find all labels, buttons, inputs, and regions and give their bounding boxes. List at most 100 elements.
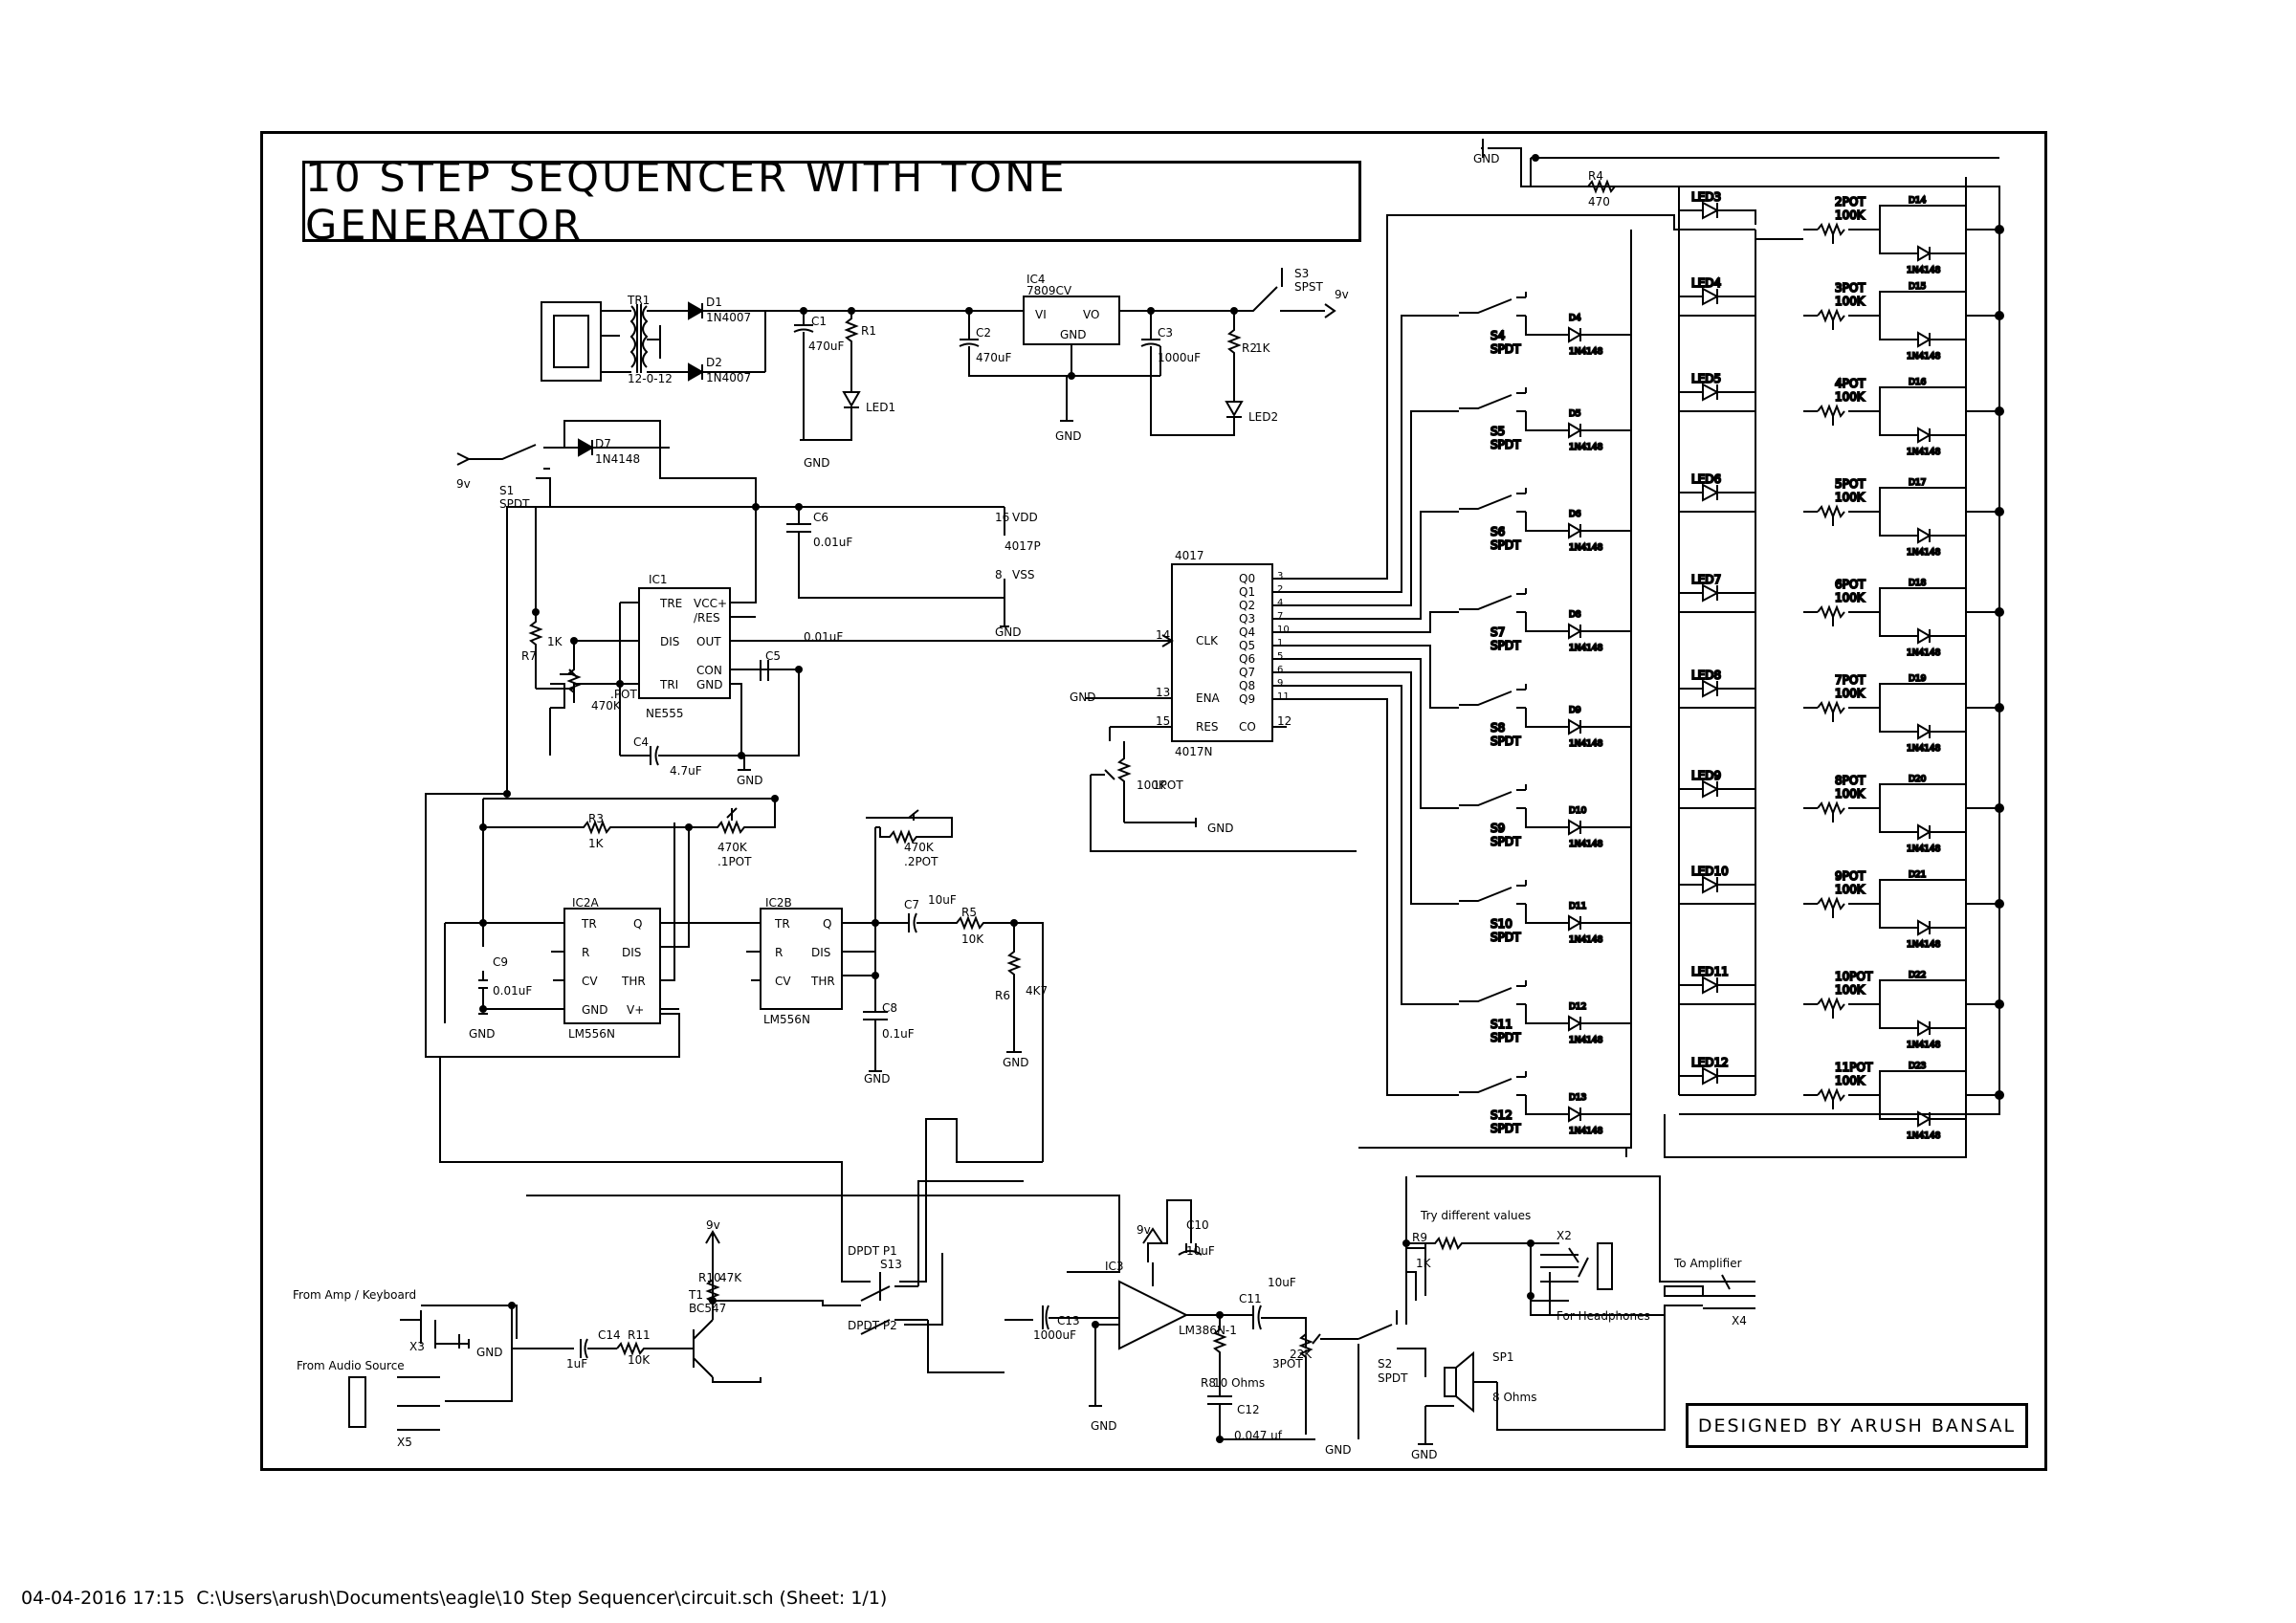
timer-ic1 <box>638 587 731 699</box>
c8-value: 0.1uF <box>882 1027 915 1041</box>
t1-value: BC547 <box>689 1302 726 1315</box>
ic4-gnd: GND <box>1060 328 1087 341</box>
jack-x2 <box>1531 1242 1613 1290</box>
s2-value: SPDT <box>1378 1371 1408 1385</box>
ic2a-pin-q: Q <box>633 917 642 931</box>
diode-right-label: D23 <box>1909 1062 1926 1071</box>
diode-right-value: 1N4148 <box>1907 1041 1941 1050</box>
ac-inlet <box>541 301 602 382</box>
pin16-label: 16 <box>995 511 1009 524</box>
diode-right <box>1879 487 1999 544</box>
c10-label: C10 <box>1186 1218 1209 1232</box>
pot-1pot <box>1090 741 1357 852</box>
pot-label: 11POT <box>1835 1061 1873 1074</box>
c7-label: C7 <box>904 898 919 911</box>
counter-pin-5: 1 <box>1277 638 1283 648</box>
switch-s7 <box>1459 588 1631 640</box>
pot-1pot-name: 1POT <box>1153 779 1183 792</box>
pot3-value: 22K <box>1290 1348 1313 1361</box>
diode-left-value: 1N4148 <box>1569 347 1603 357</box>
diode-left-value: 1N4148 <box>1569 935 1603 945</box>
c14-value: 1uF <box>566 1357 587 1371</box>
amplifier-ic3 <box>1118 1280 1189 1350</box>
p1-label: DPDT P1 <box>848 1244 897 1258</box>
counter-clk: CLK <box>1196 634 1219 647</box>
c3-value: 1000uF <box>1158 351 1201 364</box>
diode-right <box>1879 683 1999 740</box>
switch-s6 <box>1459 488 1631 539</box>
counter-pin-6: 5 <box>1277 651 1283 662</box>
pot-value: 100K <box>1835 787 1866 801</box>
vcc-t1: 9v <box>706 1218 720 1232</box>
diode-right <box>1879 386 1999 444</box>
resistor-r2 <box>1226 311 1242 392</box>
c7-value: 10uF <box>928 893 957 907</box>
drawing-frame <box>260 131 2047 1471</box>
diode-right-label: D19 <box>1909 674 1927 684</box>
resistor-r11 <box>616 1341 694 1356</box>
counter-output-q4: Q4 <box>1239 625 1255 639</box>
amp-input-label: From Amp / Keyboard <box>293 1288 416 1302</box>
ic4-vi: VI <box>1035 308 1047 321</box>
pot-label: 3POT <box>1835 281 1866 295</box>
file-path-footer: 04-04-2016 17:15 C:\Users\arush\Document… <box>21 1588 888 1609</box>
gnd-ic4: GND <box>1055 429 1082 443</box>
ic2a-value: LM556N <box>568 1027 615 1041</box>
diode-right-label: D18 <box>1909 579 1927 588</box>
c6-label: C6 <box>813 511 828 524</box>
pot-8 <box>1803 801 1880 822</box>
ic2a-pin-tr: TR <box>581 917 597 931</box>
counter-res: RES <box>1196 720 1219 734</box>
resistor-r7 <box>528 612 543 669</box>
ic2a-pin-v: V+ <box>627 1003 644 1017</box>
ic2b-pin-tr: TR <box>774 917 790 931</box>
vdd-label: VDD <box>1012 511 1038 524</box>
diode-right-label: D16 <box>1909 378 1927 387</box>
pot1-value: 470K <box>718 841 748 854</box>
gnd-x3: GND <box>476 1346 503 1359</box>
diode-right-label: D21 <box>1909 870 1926 880</box>
diode-left-label: D9 <box>1569 706 1581 715</box>
gnd-4017p: GND <box>995 625 1022 639</box>
pin8-label: 8 <box>995 568 1003 581</box>
pin12: 12 <box>1277 714 1292 728</box>
d2-value: 1N4007 <box>706 371 751 384</box>
diode-left-value: 1N4148 <box>1569 543 1603 553</box>
switch-value: SPDT <box>1490 931 1521 944</box>
switch-s3 <box>1234 268 1336 318</box>
pot-value: 100K <box>1835 687 1866 700</box>
counter-pin-3: 7 <box>1277 611 1283 622</box>
diode-left-label: D4 <box>1569 314 1581 323</box>
ic2a-label: IC2A <box>572 896 600 910</box>
gnd-1pot: GND <box>1207 822 1234 835</box>
ic4-vo: VO <box>1083 308 1099 321</box>
diode-left-label: D10 <box>1569 806 1587 816</box>
counter-output-q2: Q2 <box>1239 599 1255 612</box>
r6-label: R6 <box>995 989 1010 1002</box>
c9-value: 0.01uF <box>493 984 532 998</box>
pot3-label: 3POT <box>1272 1357 1303 1371</box>
c2-value: 470uF <box>976 351 1012 364</box>
switch-value: SPDT <box>1490 438 1521 451</box>
switch-label: S10 <box>1490 917 1512 931</box>
diode-right-value: 1N4148 <box>1907 448 1941 457</box>
gnd-c12: GND <box>1325 1443 1352 1457</box>
vcc-label-s1: 9v <box>456 477 471 491</box>
diode-right-label: D17 <box>1909 478 1926 488</box>
c14-label: C14 <box>598 1328 621 1342</box>
pot-label: 8POT <box>1835 774 1866 787</box>
pot-label: 10POT <box>1835 970 1873 983</box>
gnd-c1: GND <box>804 456 830 470</box>
s13-label: S13 <box>880 1258 902 1271</box>
diode-left-label: D8 <box>1569 610 1581 620</box>
pin13: 13 <box>1156 686 1170 699</box>
pot-value: 100K <box>1835 491 1866 504</box>
r6-value: 4K7 <box>1026 984 1048 998</box>
s1-label: S1 <box>499 484 514 497</box>
counter-output-q7: Q7 <box>1239 666 1255 679</box>
led-label: LED7 <box>1691 573 1721 586</box>
switch-s10 <box>1459 880 1631 932</box>
r7-value: 1K <box>547 635 563 648</box>
